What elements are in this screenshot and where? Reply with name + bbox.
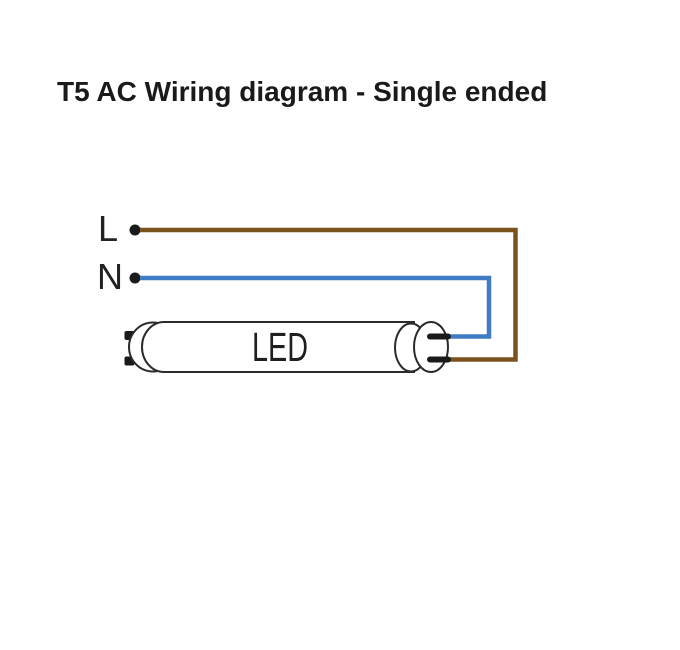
live-wire: [140, 227, 518, 362]
live-terminal-dot: [129, 224, 141, 236]
neutral-terminal-dot: [129, 272, 141, 284]
led-tube-label: LED: [252, 324, 308, 370]
neutral-wire: [140, 275, 492, 339]
page-title: T5 AC Wiring diagram - Single ended: [57, 76, 547, 107]
tube-right-pin-top: [427, 333, 451, 340]
tube-right-endcap-front: [413, 321, 449, 373]
tube-right-pin-bottom: [427, 356, 451, 363]
tube-body: [141, 321, 415, 373]
neutral-terminal-label: N: [97, 256, 123, 297]
led-tube: LED: [124, 321, 451, 373]
live-terminal-label: L: [98, 208, 118, 249]
